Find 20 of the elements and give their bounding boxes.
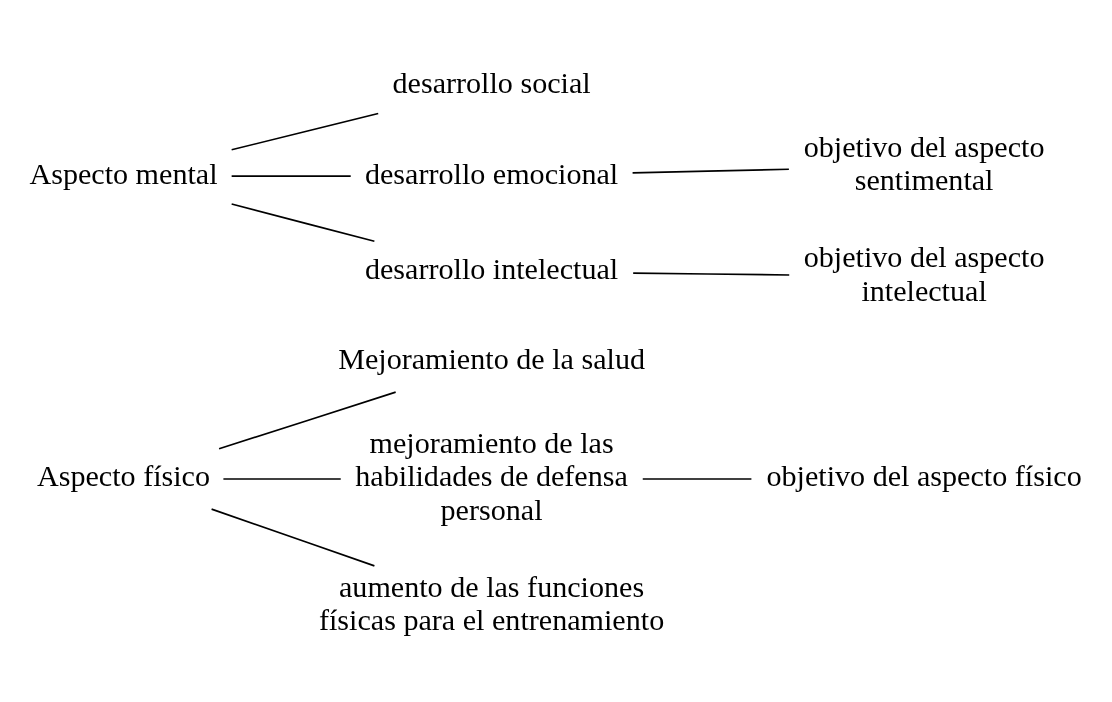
- node-text: desarrollo social: [392, 66, 591, 101]
- node-text: mejoramiento de las habilidades de defensa personal: [355, 425, 628, 527]
- connector: [230, 112, 380, 151]
- connector: [210, 508, 376, 567]
- node-text: desarrollo intelectual: [364, 251, 619, 286]
- node-text: desarrollo emocional: [364, 156, 619, 191]
- connector: [230, 203, 376, 243]
- node-text: objetivo del aspecto intelectual: [803, 240, 1045, 308]
- node-text: objetivo del aspecto físico: [766, 459, 1082, 494]
- node-text: objetivo del aspecto sentimental: [803, 129, 1045, 198]
- node-text: Aspecto mental: [29, 156, 218, 191]
- connector: [222, 478, 342, 480]
- node-text: Mejoramiento de la salud: [338, 342, 646, 377]
- connector: [641, 478, 753, 480]
- connector: [632, 272, 791, 276]
- node-text: aumento de las funciones físicas para el entrenamiento: [318, 569, 665, 638]
- node-text: Aspecto físico: [36, 459, 211, 494]
- connector: [218, 391, 397, 450]
- connector: [631, 168, 790, 174]
- connector: [230, 175, 352, 177]
